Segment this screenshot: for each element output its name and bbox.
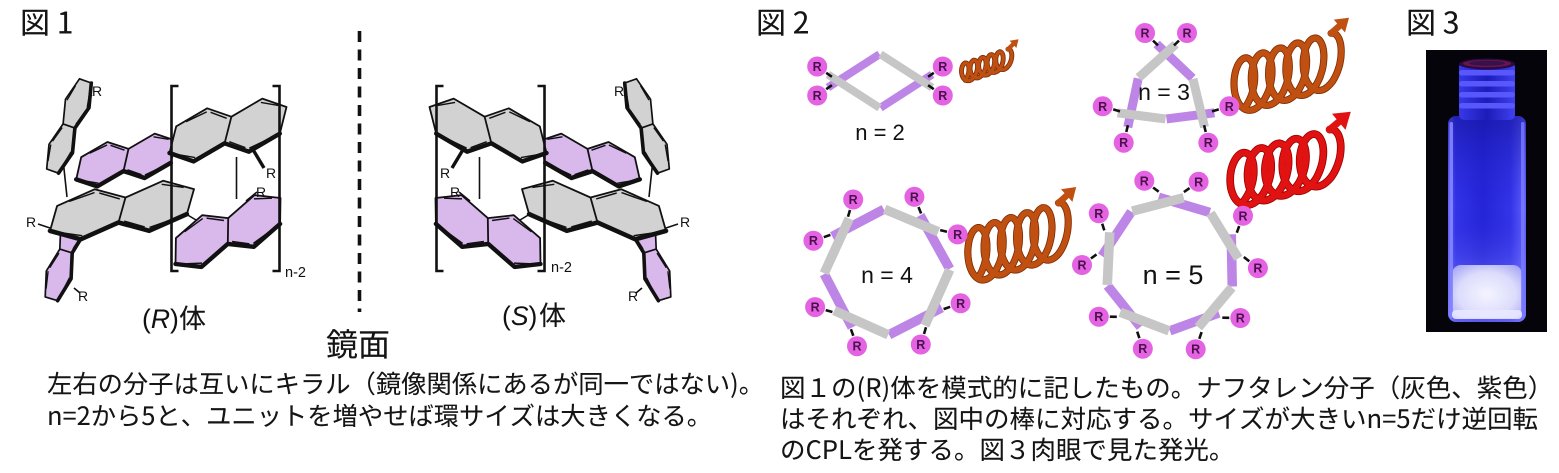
svg-text:R: R <box>813 89 822 103</box>
svg-text:R: R <box>852 340 861 354</box>
svg-text:R: R <box>1204 136 1213 150</box>
svg-text:R: R <box>1225 100 1234 114</box>
svg-text:n = 4: n = 4 <box>861 262 913 288</box>
svg-text:R: R <box>809 234 818 248</box>
svg-text:R: R <box>916 338 925 352</box>
svg-text:R: R <box>256 184 266 200</box>
svg-text:R: R <box>628 288 638 304</box>
svg-text:n = 3: n = 3 <box>1138 79 1190 105</box>
svg-text:R: R <box>78 288 88 304</box>
svg-text:R: R <box>1094 310 1103 324</box>
svg-text:R: R <box>1094 207 1103 221</box>
svg-text:R: R <box>450 184 460 200</box>
svg-text:R: R <box>1077 259 1086 273</box>
svg-text:n = 2: n = 2 <box>855 120 905 145</box>
svg-text:R: R <box>1098 100 1107 114</box>
svg-text:R: R <box>849 193 858 207</box>
svg-text:n-2: n-2 <box>551 260 572 276</box>
svg-text:n = 5: n = 5 <box>1143 260 1204 290</box>
svg-text:R: R <box>1140 27 1149 41</box>
svg-text:R: R <box>1191 343 1200 357</box>
svg-text:R: R <box>1253 262 1262 276</box>
svg-text:(R): (R) <box>142 304 179 334</box>
svg-text:R: R <box>811 301 820 315</box>
svg-text:R: R <box>680 214 690 230</box>
svg-text:(S): (S) <box>502 301 537 331</box>
svg-text:R: R <box>266 165 276 181</box>
svg-text:R: R <box>26 214 36 230</box>
svg-text:R: R <box>813 60 822 74</box>
svg-text:R: R <box>938 89 947 103</box>
svg-text:R: R <box>92 83 102 99</box>
svg-text:R: R <box>440 165 450 181</box>
svg-text:R: R <box>614 83 624 99</box>
svg-text:R: R <box>1238 209 1247 223</box>
svg-text:R: R <box>1140 174 1149 188</box>
svg-text:R: R <box>1236 312 1245 326</box>
svg-text:R: R <box>953 228 962 242</box>
svg-text:R: R <box>1182 27 1191 41</box>
svg-text:R: R <box>1194 175 1203 189</box>
svg-text:R: R <box>1119 136 1128 150</box>
svg-text:R: R <box>1138 342 1147 356</box>
svg-text:R: R <box>938 60 947 74</box>
svg-text:n-2: n-2 <box>285 265 306 281</box>
svg-text:R: R <box>956 297 965 311</box>
svg-text:R: R <box>910 190 919 204</box>
